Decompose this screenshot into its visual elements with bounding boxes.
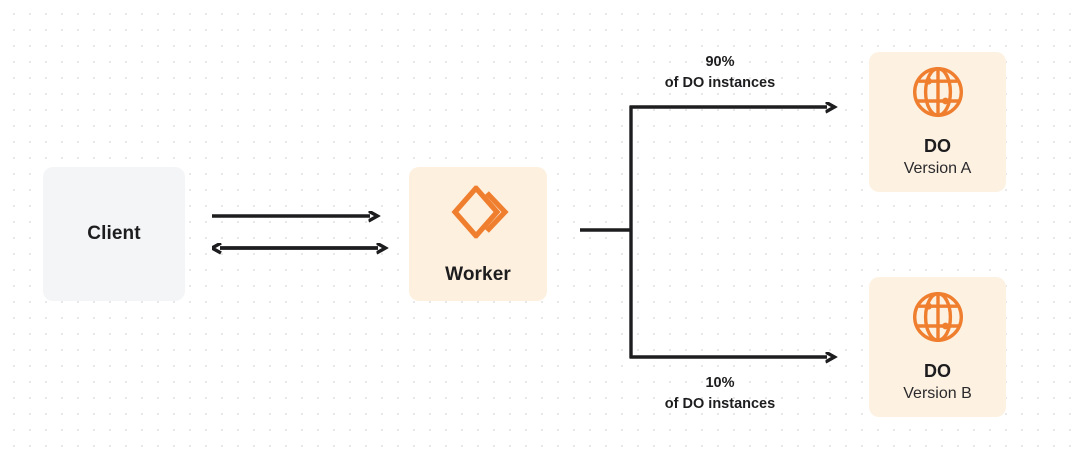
node-do-version-b-label: DO (924, 360, 951, 381)
edge-label-percent: 10% (705, 375, 735, 391)
node-worker-label: Worker (445, 263, 511, 285)
edge-label-description: of DO instances (664, 75, 776, 92)
edge-label-worker-to-do-b: 10% of DO instances (610, 373, 830, 415)
globe-icon (911, 290, 965, 349)
node-do-version-b-sublabel: Version B (903, 384, 972, 402)
edge-label-percent: 90% (705, 54, 735, 70)
edge-split-bus (580, 105, 633, 359)
node-do-version-a[interactable]: DO Version A (869, 52, 1006, 192)
edge-label-description: of DO instances (664, 396, 776, 413)
node-client-label: Client (87, 223, 141, 244)
edge-label-worker-to-do-a: 90% of DO instances (610, 52, 830, 94)
cloudflare-workers-icon (447, 183, 509, 246)
node-client[interactable]: Client (43, 167, 185, 301)
node-do-version-a-sublabel: Version A (903, 159, 972, 177)
globe-icon (911, 65, 965, 124)
node-do-version-b[interactable]: DO Version B (869, 277, 1006, 417)
node-do-version-a-label: DO (924, 135, 951, 156)
node-worker[interactable]: Worker (409, 167, 547, 301)
